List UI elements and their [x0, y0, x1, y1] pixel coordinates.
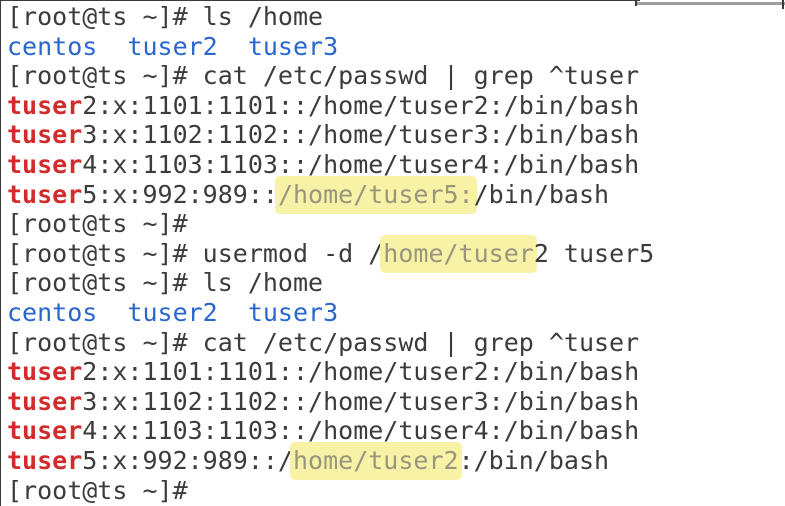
terminal-line: tuser2:x:1101:1101::/home/tuser2:/bin/ba…: [7, 357, 654, 387]
terminal-line: [root@ts ~]# usermod -d /home/tuser2 tus…: [7, 234, 655, 273]
terminal-line: tuser3:x:1102:1102::/home/tuser3:/bin/ba…: [7, 120, 654, 150]
terminal-line: tuser4:x:1103:1103::/home/tuser4:/bin/ba…: [7, 150, 654, 180]
text-segment: 3:x:1102:1102::/home/tuser3:/bin/bash: [82, 120, 640, 150]
terminal-line: tuser5:x:992:989::/home/tuser5:/bin/bash: [7, 175, 654, 214]
text-segment: 5:x:992:989::: [82, 179, 278, 209]
window-edge-top-gray: [637, 2, 785, 5]
highlight-annotation: /home/tuser5:: [274, 175, 477, 214]
text-segment: [root@ts ~]# ls /home: [7, 2, 324, 31]
text-segment: 4:x:1103:1103::/home/tuser4:/bin/bash: [82, 416, 640, 446]
highlight-annotation: home/tuser: [380, 234, 537, 273]
text-segment: tuser: [7, 179, 83, 209]
highlight-annotation: home/tuser2: [289, 441, 462, 480]
terminal-line: [root@ts ~]#: [7, 209, 654, 239]
terminal-line: tuser5:x:992:989::/home/tuser2:/bin/bash: [7, 441, 654, 480]
text-segment: [root@ts ~]# usermod -d /: [7, 238, 384, 268]
text-segment: [root@ts ~]#: [7, 209, 188, 239]
text-segment: tuser: [7, 120, 83, 150]
text-segment: tuser: [7, 357, 83, 387]
text-segment: 4:x:1103:1103::/home/tuser4:/bin/bash: [82, 149, 640, 179]
text-segment: tuser: [7, 386, 83, 416]
terminal-line: [root@ts ~]# ls /home: [7, 2, 654, 32]
text-segment: 3:x:1102:1102::/home/tuser3:/bin/bash: [82, 386, 640, 416]
window-edge-left: [0, 0, 1, 506]
terminal-line: [root@ts ~]# cat /etc/passwd | grep ^tus…: [7, 328, 654, 358]
terminal-line: tuser3:x:1102:1102::/home/tuser3:/bin/ba…: [7, 387, 654, 417]
text-segment: 5:x:992:989::/: [82, 445, 293, 475]
terminal-line: centos tuser2 tuser3: [7, 32, 654, 62]
text-segment: 2:x:1101:1101::/home/tuser2:/bin/bash: [82, 90, 640, 120]
text-segment: [root@ts ~]# ls /home: [7, 268, 324, 298]
window-edge-top-dark: [0, 0, 640, 1]
window-edge-right-tick: [782, 0, 784, 9]
text-segment: 2:x:1101:1101::/home/tuser2:/bin/bash: [82, 357, 640, 387]
terminal-line: [root@ts ~]# ls /home: [7, 268, 654, 298]
window-edge-top-notch: [635, 0, 637, 6]
terminal-line: tuser4:x:1103:1103::/home/tuser4:/bin/ba…: [7, 416, 654, 446]
terminal-line: centos tuser2 tuser3: [7, 298, 654, 328]
text-segment: [root@ts ~]#: [7, 475, 188, 505]
text-segment: :/bin/bash: [458, 445, 610, 475]
text-segment: 2 tuser5: [533, 238, 655, 268]
text-segment: tuser: [7, 416, 83, 446]
text-segment: centos tuser2 tuser3: [7, 297, 339, 327]
text-segment: tuser: [7, 445, 83, 475]
text-segment: centos tuser2 tuser3: [7, 31, 339, 61]
text-segment: tuser: [7, 90, 83, 120]
terminal-line: tuser2:x:1101:1101::/home/tuser2:/bin/ba…: [7, 91, 654, 121]
terminal-line: [root@ts ~]#: [7, 476, 654, 506]
text-segment: [root@ts ~]# cat /etc/passwd | grep ^tus…: [7, 61, 640, 91]
terminal-line: [root@ts ~]# cat /etc/passwd | grep ^tus…: [7, 61, 654, 91]
text-segment: tuser: [7, 149, 83, 179]
text-segment: [root@ts ~]# cat /etc/passwd | grep ^tus…: [7, 327, 640, 357]
text-segment: /bin/bash: [473, 179, 610, 209]
